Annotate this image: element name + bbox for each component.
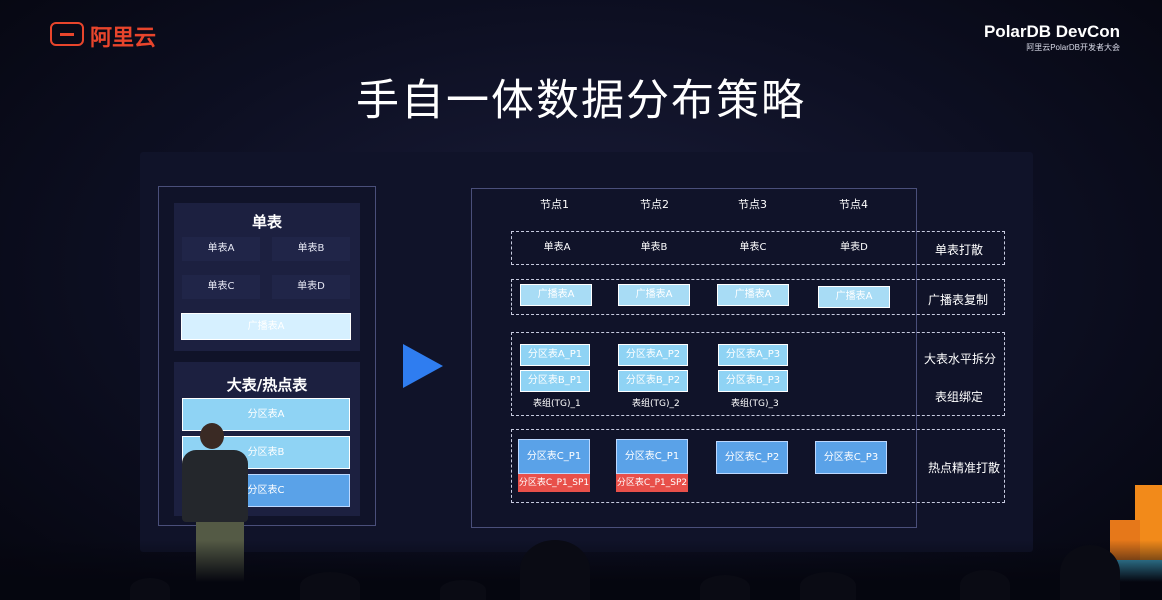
row3-top-3: 分区表A_P3 xyxy=(718,344,788,366)
single-table-a: 单表A xyxy=(182,237,260,261)
slide-title: 手自一体数据分布策略 xyxy=(356,76,806,126)
single-table-b: 单表B xyxy=(272,237,350,261)
row1-cell-3: 单表C xyxy=(739,242,767,253)
row4-sub-2: 分区表C_P1_SP2 xyxy=(616,474,688,492)
row1-cell-2: 单表B xyxy=(640,242,668,253)
single-table-title: 单表 xyxy=(251,213,282,231)
row3-top-1: 分区表A_P1 xyxy=(520,344,590,366)
audience-head xyxy=(700,575,750,600)
row3-label: 大表水平拆分 xyxy=(924,352,997,366)
audience-head xyxy=(130,578,170,600)
row4-top-3: 分区表C_P2 xyxy=(716,441,788,474)
row-single-split xyxy=(511,231,1005,265)
presenter-head xyxy=(200,423,224,449)
row3-bottom-3: 分区表B_P3 xyxy=(718,370,788,392)
row4-top-1: 分区表C_P1 xyxy=(518,439,590,474)
right-panel xyxy=(471,188,917,528)
brand-logo-text: 阿里云 xyxy=(90,26,157,51)
row1-label: 单表打散 xyxy=(935,243,984,257)
row2-cell-3: 广播表A xyxy=(717,284,789,306)
presenter-body xyxy=(182,450,248,522)
audience-head xyxy=(800,572,856,600)
node-1-label: 节点1 xyxy=(540,198,569,211)
row2-cell-4: 广播表A xyxy=(818,286,890,308)
audience-head xyxy=(960,570,1010,600)
broadcast-table-a: 广播表A xyxy=(181,313,351,340)
node-4-label: 节点4 xyxy=(839,198,868,211)
row4-label: 热点精准打散 xyxy=(928,461,1001,475)
row4-top-4: 分区表C_P3 xyxy=(815,441,887,474)
row3-bottom-1: 分区表B_P1 xyxy=(520,370,590,392)
node-3-label: 节点3 xyxy=(738,198,767,211)
row-hotspot-split xyxy=(511,429,1005,503)
row4-top-2: 分区表C_P1 xyxy=(616,439,688,474)
audience-head xyxy=(1060,545,1120,600)
row1-cell-1: 单表A xyxy=(543,242,571,253)
row3-tg-1: 表组(TG)_1 xyxy=(533,399,581,409)
row-horizontal-split xyxy=(511,332,1005,416)
row1-cell-4: 单表D xyxy=(840,242,868,253)
aliyun-logo-icon xyxy=(50,22,84,46)
row3-bottom-2: 分区表B_P2 xyxy=(618,370,688,392)
node-2-label: 节点2 xyxy=(640,198,669,211)
event-subtitle: 阿里云PolarDB开发者大会 xyxy=(1026,43,1120,52)
row3-tg-2: 表组(TG)_2 xyxy=(632,399,680,409)
row-broadcast-copy xyxy=(511,279,1005,315)
row3-top-2: 分区表A_P2 xyxy=(618,344,688,366)
audience-head xyxy=(300,572,360,600)
event-title: PolarDB DevCon xyxy=(983,22,1120,41)
single-table-d: 单表D xyxy=(272,275,350,299)
row3-label-2: 表组绑定 xyxy=(935,390,984,404)
row2-cell-1: 广播表A xyxy=(520,284,592,306)
audience-head xyxy=(520,540,590,600)
single-table-c: 单表C xyxy=(182,275,260,299)
audience-head xyxy=(440,580,486,600)
right-arrow-icon xyxy=(403,344,443,388)
big-table-title: 大表/热点表 xyxy=(226,376,308,394)
row2-cell-2: 广播表A xyxy=(618,284,690,306)
row2-label: 广播表复制 xyxy=(928,293,989,307)
row3-tg-3: 表组(TG)_3 xyxy=(731,399,779,409)
left-panel xyxy=(158,186,376,526)
row4-sub-1: 分区表C_P1_SP1 xyxy=(518,474,590,492)
